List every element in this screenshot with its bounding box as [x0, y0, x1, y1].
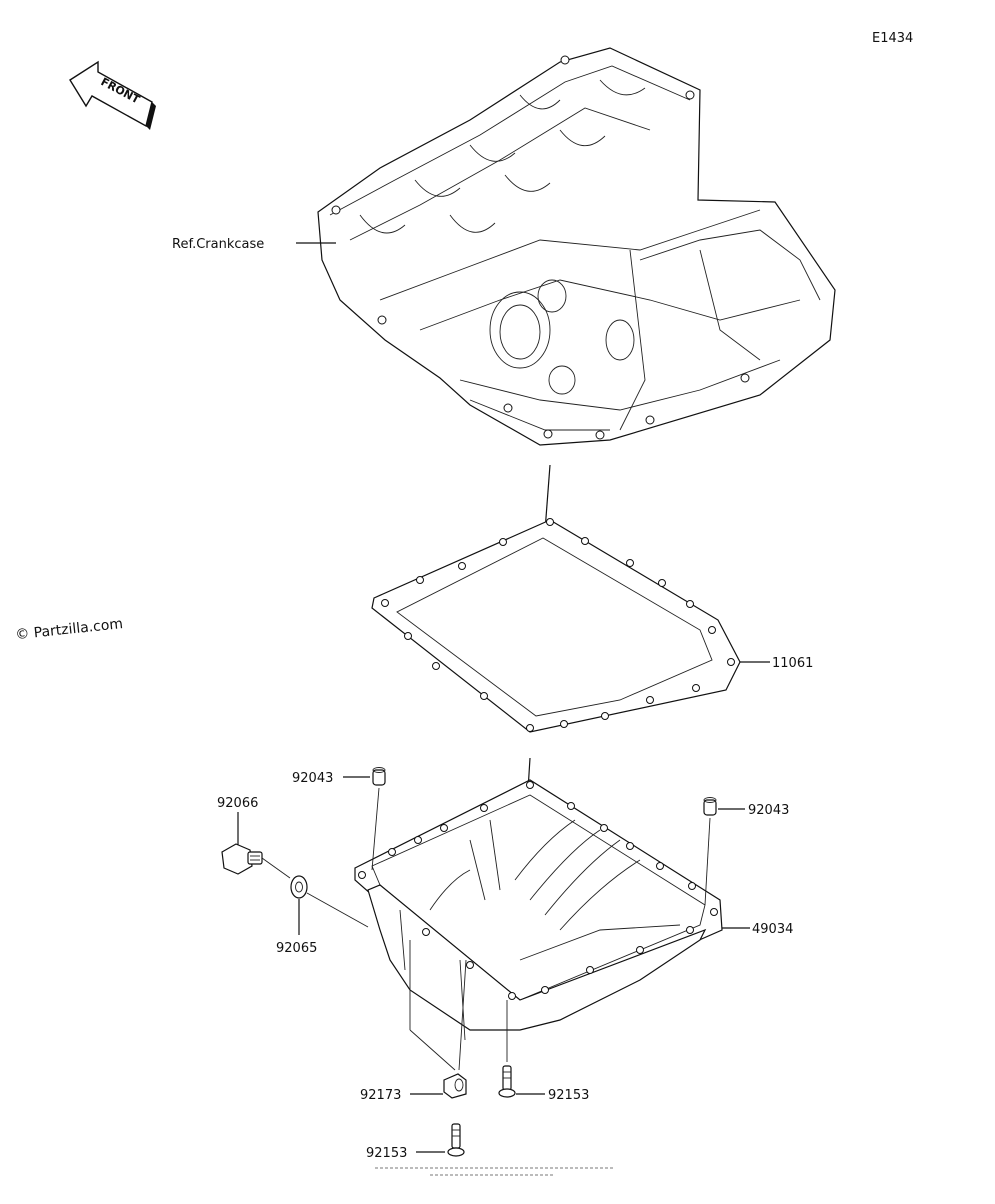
dowel-pin-right: [703, 797, 717, 816]
label-11061: 11061: [772, 656, 813, 671]
label-92065: 92065: [276, 941, 317, 956]
diagram-code: E1434: [872, 31, 913, 46]
ref-crankcase-label: Ref.Crankcase: [172, 237, 264, 252]
watermark: © Partzilla.com: [15, 616, 124, 643]
bolt-right: [498, 1065, 516, 1098]
oil-pan: [354, 779, 723, 1041]
drain-plug: [221, 843, 263, 875]
fine-print-strip: [375, 1167, 615, 1176]
front-arrow-icon: FRONT: [69, 60, 156, 130]
label-92153-right: 92153: [548, 1088, 589, 1103]
dowel-pin-left: [372, 767, 386, 786]
label-49034: 49034: [752, 922, 793, 937]
oil-pan-gasket: [371, 518, 741, 733]
label-92043-left: 92043: [292, 771, 333, 786]
crankcase-illustration: [317, 47, 836, 446]
label-92173: 92173: [360, 1088, 401, 1103]
label-92043-right: 92043: [748, 803, 789, 818]
drain-washer: [290, 875, 308, 899]
label-92066: 92066: [217, 796, 258, 811]
label-92153-bottom: 92153: [366, 1146, 407, 1161]
clamp: [443, 1073, 467, 1099]
bolt-bottom: [447, 1123, 465, 1157]
